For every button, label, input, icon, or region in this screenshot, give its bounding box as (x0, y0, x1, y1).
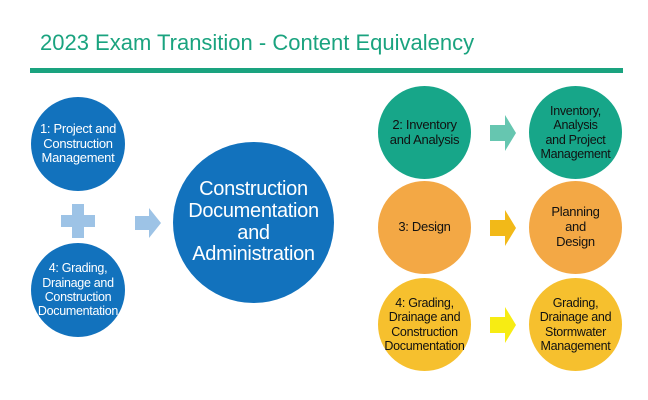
new-grading-stormwater-circle: Grading, Drainage and Stormwater Managem… (529, 278, 622, 371)
new-inventory-analysis-circle: Inventory, Analysis and Project Manageme… (529, 86, 622, 179)
plus-icon (61, 204, 95, 238)
new-section-circle: Construction Documentation and Administr… (173, 142, 334, 303)
old-section-2-circle: 2: Inventory and Analysis (378, 86, 471, 179)
old-section-4-grading-circle: 4: Grading, Drainage and Construction Do… (378, 278, 471, 371)
arrow-right-icon (135, 208, 161, 238)
old-section-1-circle: 1: Project and Construction Management (31, 97, 125, 191)
title-divider (30, 68, 623, 73)
old-section-3-circle: 3: Design (378, 181, 471, 274)
arrow-right-icon (490, 307, 516, 343)
old-section-4-circle: 4: Grading, Drainage and Construction Do… (31, 243, 125, 337)
new-planning-design-circle: Planning and Design (529, 181, 622, 274)
page-title: 2023 Exam Transition - Content Equivalen… (40, 30, 475, 55)
arrow-right-icon (490, 210, 516, 246)
arrow-right-icon (490, 115, 516, 151)
